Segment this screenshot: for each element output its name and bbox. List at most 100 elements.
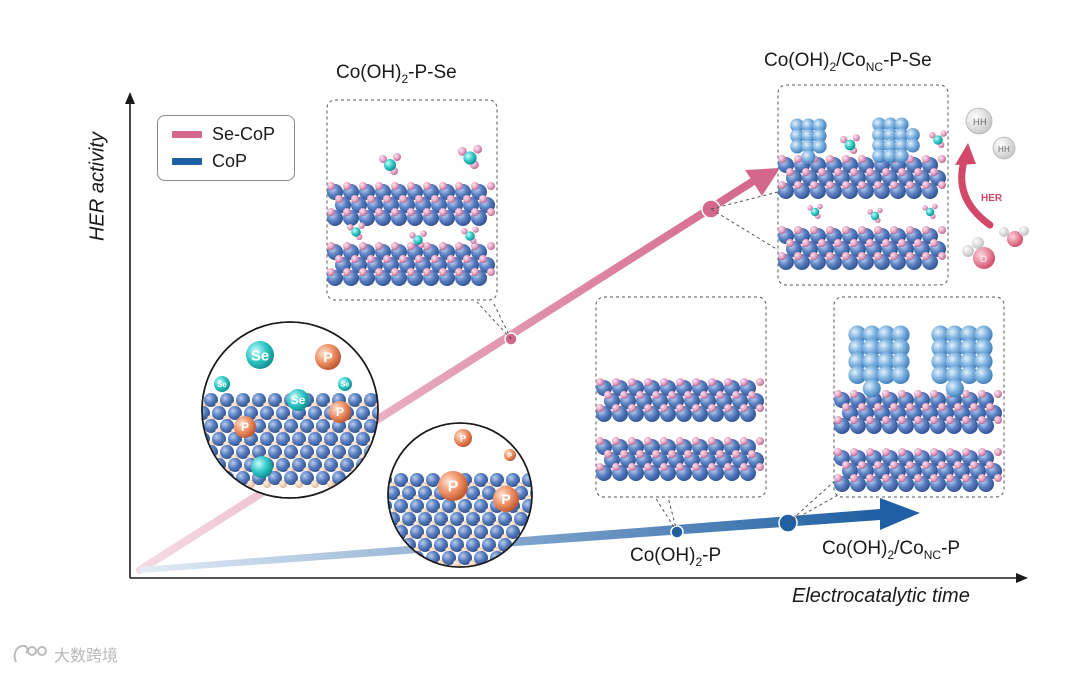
se-atom (933, 135, 943, 145)
label-co-oh2-conc-p: Co(OH)2/CoNC-P (822, 538, 961, 562)
p-atom-d-label: P (501, 491, 510, 507)
p-atom (399, 255, 407, 263)
p-atom (660, 378, 668, 386)
co-atom (402, 486, 416, 500)
co-atom (188, 471, 202, 485)
co-atom (931, 366, 950, 384)
co-atom (324, 458, 338, 472)
p-atom (463, 195, 471, 203)
p-atom (978, 390, 986, 398)
o-atom (840, 136, 848, 144)
p-atom (636, 391, 644, 399)
o-atom (867, 209, 873, 215)
p-atom (367, 255, 375, 263)
co-atom (284, 419, 298, 433)
p-atom (367, 195, 375, 203)
p-atom (389, 560, 397, 567)
se-atom (413, 235, 423, 245)
co-atom (872, 149, 887, 163)
p-atom (810, 252, 818, 260)
p-atom (794, 226, 802, 234)
co-atom (268, 393, 282, 407)
co-atom (905, 128, 920, 142)
co-atom (300, 471, 314, 485)
co-atom (284, 445, 298, 459)
p-atom (421, 560, 429, 567)
p-atom (962, 390, 970, 398)
p-atom (930, 390, 938, 398)
p-atom (375, 480, 378, 488)
co-atom (308, 406, 322, 420)
p-atom (938, 403, 946, 411)
p-atom (970, 461, 978, 469)
co-atom (388, 525, 392, 539)
p-atom (906, 403, 914, 411)
co-atom (276, 406, 290, 420)
co-atom (324, 432, 338, 446)
co-atom (348, 471, 362, 485)
p-atom (906, 252, 914, 260)
co-atom (332, 445, 346, 459)
o-atom (347, 224, 354, 231)
p-atom (399, 195, 407, 203)
p-atom (914, 416, 922, 424)
co-atom (482, 538, 496, 552)
co-atom (482, 512, 496, 526)
co-atom (945, 325, 964, 344)
p-atom (874, 252, 882, 260)
o-atom (409, 232, 416, 239)
p-atom (740, 437, 748, 445)
p-atom (447, 195, 455, 203)
p-atom (906, 461, 914, 469)
p-atom (455, 268, 463, 276)
p-atom (938, 461, 946, 469)
p-atom (471, 268, 479, 276)
p-atom (826, 226, 834, 234)
co-atom (450, 512, 464, 526)
o-atom (358, 222, 365, 229)
p-atom (858, 226, 866, 234)
p-atom (810, 181, 818, 189)
p-atom (850, 474, 858, 482)
p-atom-mid-label: P (336, 405, 344, 419)
co-atom (945, 379, 964, 398)
o-atom (929, 132, 936, 139)
p-atom (724, 378, 732, 386)
p-atom (596, 463, 604, 471)
p-atom (676, 437, 684, 445)
co-atom (506, 525, 520, 539)
p-atom (914, 390, 922, 398)
co-atom (506, 473, 520, 487)
p-atom (866, 474, 874, 482)
p-atom (479, 255, 487, 263)
co-atom (204, 419, 218, 433)
p-atom (700, 391, 708, 399)
se-atom-small-label: Se (217, 380, 227, 389)
p-atom (834, 168, 842, 176)
co-atom (506, 551, 520, 565)
co-atom (872, 128, 887, 142)
o-atom (472, 226, 479, 233)
p-atom (375, 454, 378, 462)
co-atom (458, 525, 472, 539)
label-co-oh2-p: Co(OH)2-P (630, 545, 722, 569)
co-atom (801, 118, 816, 133)
p-atom (202, 480, 207, 488)
co-atom (364, 445, 378, 459)
p-atom (636, 450, 644, 458)
co-atom (188, 393, 202, 407)
o-atom (940, 130, 947, 137)
co-atom (202, 432, 210, 446)
o-atom (852, 134, 860, 142)
p-atom (850, 239, 858, 247)
co-atom (931, 339, 950, 357)
co-atom (877, 339, 896, 357)
p-atom (439, 182, 447, 190)
p-atom (778, 155, 786, 163)
p-atom (439, 242, 447, 250)
p-atom (455, 182, 463, 190)
p-atom (874, 226, 882, 234)
p-atom (479, 195, 487, 203)
p-atom (431, 255, 439, 263)
co-atom (801, 139, 816, 154)
